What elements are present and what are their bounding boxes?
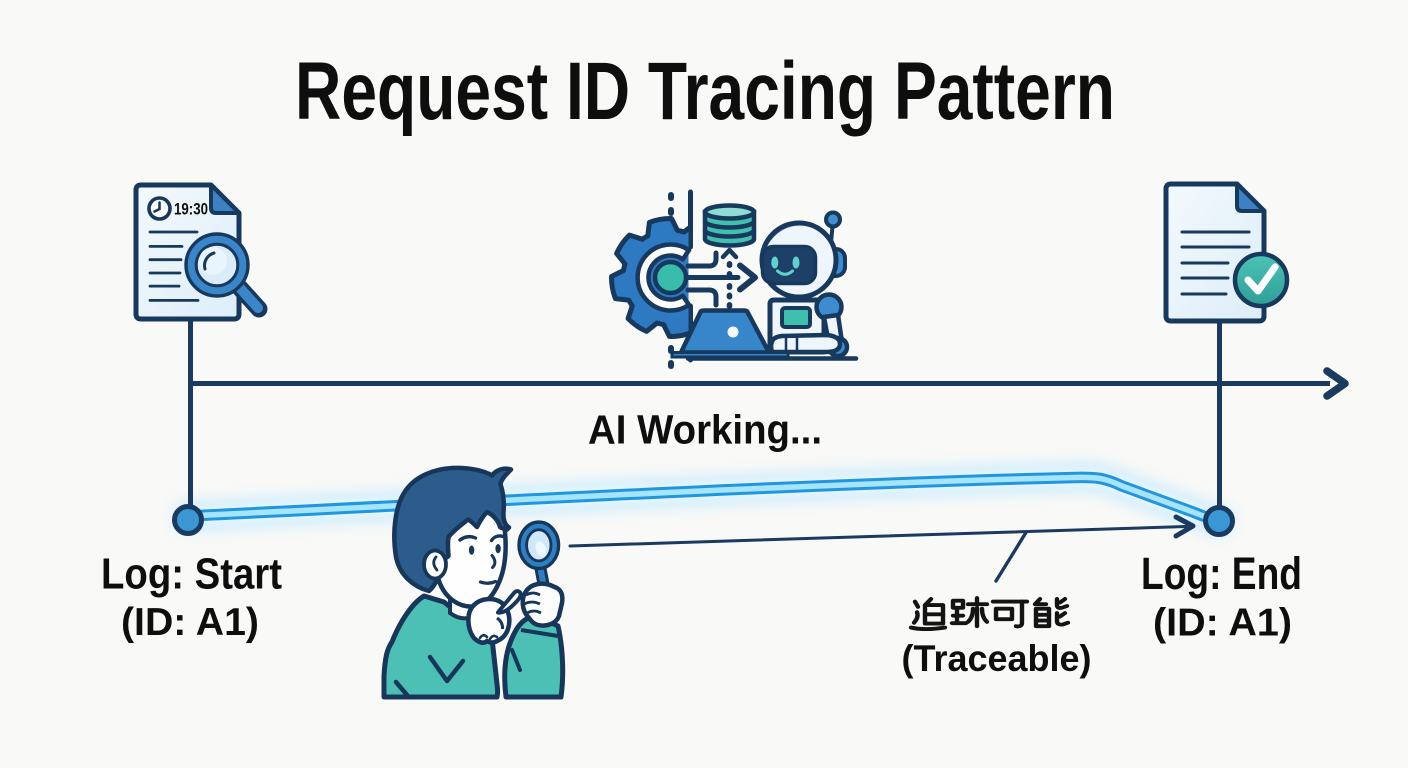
svg-text:Log: Start: Log: Start xyxy=(101,550,282,599)
svg-text:(Traceable): (Traceable) xyxy=(902,638,1092,679)
svg-text:AI Working...: AI Working... xyxy=(588,407,822,453)
svg-text:Log: End: Log: End xyxy=(1141,548,1302,599)
svg-text:Request ID Tracing Pattern: Request ID Tracing Pattern xyxy=(295,46,1115,137)
svg-text:(ID: A1): (ID: A1) xyxy=(121,601,259,644)
svg-text:(ID: A1): (ID: A1) xyxy=(1153,602,1292,645)
svg-text:19:30: 19:30 xyxy=(174,200,208,219)
